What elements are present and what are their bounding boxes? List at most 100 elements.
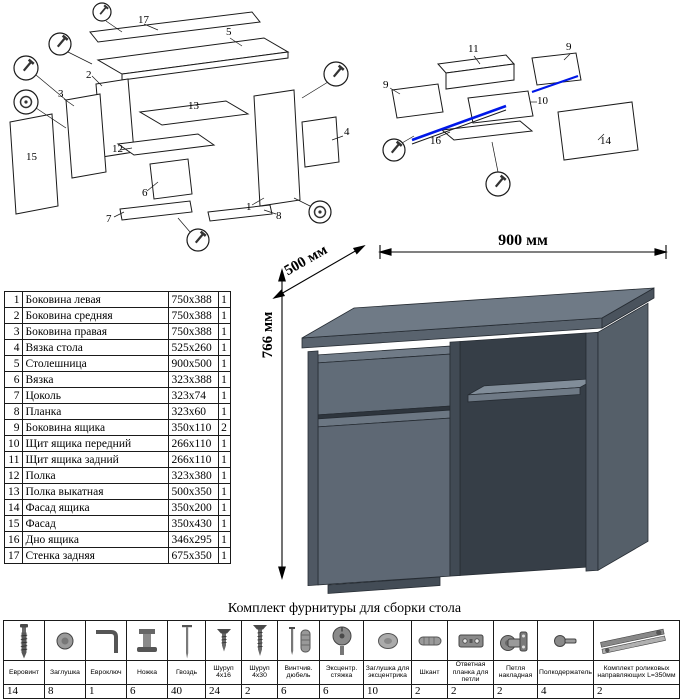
drawer-side-panel-left	[391, 83, 444, 119]
dimension-width-label: 900 мм	[498, 232, 548, 249]
hardware-qty: 10	[363, 683, 412, 699]
parts-table-row: 7 Цоколь 323x74 1	[4, 387, 231, 404]
part-qty: 1	[217, 547, 231, 564]
hardware-qty: 40	[167, 683, 206, 699]
keyboard-tray-front	[467, 387, 581, 403]
part-name: Фасад	[21, 515, 169, 532]
dimension-height-label: 766 мм	[260, 312, 276, 359]
cam-icon	[19, 95, 33, 109]
hardware-name: Евровинт	[3, 660, 45, 685]
part-qty: 1	[217, 467, 231, 484]
part-qty: 1	[217, 371, 231, 388]
hardware-qty-row: 14 8 1 6 40 24 2 6 6 10 2 2 2 4 2	[3, 683, 680, 699]
part-number: 14	[4, 499, 23, 516]
part-name: Боковина правая	[21, 323, 169, 340]
part-size: 323x388	[167, 371, 219, 388]
hardware-icon-cell	[205, 620, 242, 661]
hardware-name: Винтчив. дюбель	[277, 660, 320, 685]
part-name: Вязка	[21, 371, 169, 388]
middle-panel-edge	[449, 341, 461, 577]
part-label-9: 9	[566, 41, 572, 53]
screw-icon	[194, 230, 207, 244]
desk-body	[301, 287, 655, 594]
tabletop-surface	[301, 287, 655, 339]
hardware-icon-cell	[411, 620, 448, 661]
tabletop-edge	[121, 51, 289, 81]
hardware-icon-cell	[363, 620, 412, 661]
part-number: 4	[4, 339, 23, 356]
part-label-1: 1	[246, 201, 252, 213]
callout-screw-icons	[19, 4, 345, 244]
part-name: Фасад ящика	[21, 499, 169, 516]
part-size: 350x200	[167, 499, 219, 516]
parts-table-row: 5 Столешница 900x500 1	[4, 355, 231, 372]
hardware-qty: 24	[205, 683, 242, 699]
screw-icon	[99, 4, 109, 15]
back-wall-panel	[89, 11, 261, 43]
part-number: 9	[4, 419, 23, 436]
hardware-icon-cell	[592, 620, 680, 661]
part-size: 323x380	[167, 467, 219, 484]
desk-bay-interior	[459, 332, 587, 576]
door-facade-panel	[9, 113, 59, 215]
dimension-depth-label: 500 мм	[282, 242, 330, 279]
dimension-lines	[272, 245, 668, 580]
screw-icon	[390, 140, 403, 154]
part-size: 350x110	[167, 419, 219, 436]
part-number: 15	[4, 515, 23, 532]
part-qty: 1	[217, 387, 231, 404]
screw-4x30-icon	[252, 624, 267, 656]
parts-table-row: 16 Дно ящика 346x295 1	[4, 531, 231, 548]
cam-icon	[313, 205, 327, 219]
hardware-title: Комплект фурнитуры для сборки стола	[227, 601, 462, 616]
part-size: 675x350	[167, 547, 219, 564]
part-name: Планка	[21, 403, 169, 420]
drawer-facade-panel	[557, 101, 639, 161]
hardware-qty: 1	[85, 683, 127, 699]
part-number: 16	[4, 531, 23, 548]
parts-table-row: 11 Щит ящика задний 266x110 1	[4, 451, 231, 468]
exploded-panels	[9, 11, 340, 222]
parts-table: 1 Боковина левая 750x388 1 2 Боковина ср…	[4, 291, 231, 564]
part-number: 12	[4, 467, 23, 484]
part-size: 266x110	[167, 451, 219, 468]
parts-table-row: 10 Щит ящика передний 266x110 1	[4, 435, 231, 452]
hardware-icon-cell	[537, 620, 594, 661]
parts-table-row: 9 Боковина ящика 350x110 2	[4, 419, 231, 436]
right-panel-side	[597, 302, 649, 571]
drawer-back-panel-face	[445, 63, 515, 90]
hardware-callouts	[382, 138, 511, 197]
part-label-2: 2	[86, 69, 92, 81]
hardware-icon-cell	[447, 620, 494, 661]
right-panel-edge	[585, 331, 599, 572]
hardware-qty: 4	[537, 683, 594, 699]
part-size: 750x388	[167, 307, 219, 324]
hardware-name: Шуруп 4x30	[241, 660, 278, 685]
part-number: 6	[4, 371, 23, 388]
part-label-3: 3	[58, 88, 64, 100]
part-name: Полка выкатная	[21, 483, 169, 500]
part-qty: 1	[217, 499, 231, 516]
part-size: 323x74	[167, 387, 219, 404]
hardware-name: Петля накладная	[493, 660, 538, 685]
callout-screw-icons	[390, 140, 507, 188]
screw-icon	[22, 58, 35, 72]
part-label-10: 10	[537, 95, 549, 107]
hex-key-icon	[96, 629, 118, 653]
part-number: 5	[4, 355, 23, 372]
left-panel-edge	[307, 350, 319, 587]
part-name: Вязка стола	[21, 339, 169, 356]
part-label-14: 14	[600, 135, 612, 147]
part-name: Боковина левая	[21, 291, 169, 308]
hardware-names-row: Евровинт Заглушка Евроключ Ножка Гвоздь …	[3, 660, 680, 685]
hardware-icon-cell	[493, 620, 538, 661]
right-side-panel	[65, 93, 107, 179]
part-qty: 1	[217, 483, 231, 500]
parts-table-row: 8 Планка 323x60 1	[4, 403, 231, 420]
drawer-bottom-panel	[440, 120, 534, 141]
hardware-name: Шуруп 4x16	[205, 660, 242, 685]
parts-table-row: 15 Фасад 350x430 1	[4, 515, 231, 532]
tie-panel	[149, 158, 193, 200]
part-number: 10	[4, 435, 23, 452]
screw-icon	[332, 64, 345, 78]
